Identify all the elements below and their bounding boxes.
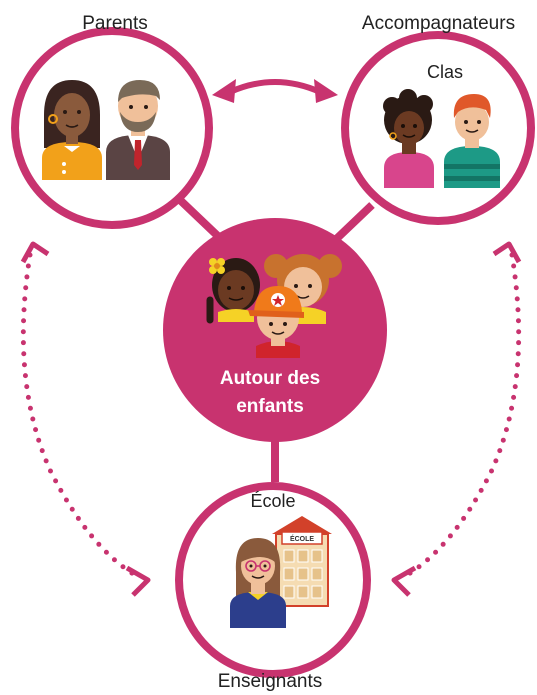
school-sign-text: ÉCOLE <box>290 534 314 543</box>
ecole-node: ÉCOLE <box>175 482 371 678</box>
dotted-arrows <box>20 241 522 597</box>
dotted-arrowhead-left-bottom <box>125 565 151 597</box>
dotted-arrowhead-right-top <box>492 241 522 264</box>
center-node <box>163 218 387 442</box>
parents-label: Parents <box>82 13 148 34</box>
connector-parents-center <box>177 197 225 243</box>
woman-companion-icon <box>383 89 434 188</box>
accompagnateurs-node <box>341 31 535 225</box>
dotted-arrow-left-path <box>20 252 143 581</box>
clas-label: Clas <box>426 62 463 82</box>
school-building-icon: ÉCOLE <box>272 516 332 607</box>
dotted-arrowhead-right-bottom <box>391 565 417 597</box>
teacher-icon <box>230 538 286 628</box>
girl-braids-icon <box>206 258 260 324</box>
double-arrow <box>212 79 338 103</box>
man-parent-icon <box>106 80 170 180</box>
ecole-label: École <box>250 491 296 511</box>
arrowhead-left <box>212 79 236 103</box>
double-arrow-curve <box>228 79 322 95</box>
arrowhead-right <box>314 79 338 103</box>
boy-cap-icon <box>248 286 304 358</box>
center-label: Autour des enfants <box>185 365 355 421</box>
woman-parent-icon <box>42 80 102 180</box>
flower-icon <box>209 258 225 274</box>
man-companion-icon <box>444 94 500 188</box>
enseignants-label: Enseignants <box>217 671 323 692</box>
parents-node <box>11 27 213 229</box>
dotted-arrow-right-path <box>399 252 522 581</box>
center-label-line1: Autour des <box>219 368 321 389</box>
dotted-arrowhead-left-top <box>20 241 50 264</box>
accompagnateurs-label: Accompagnateurs <box>361 13 516 34</box>
center-label-line2: enfants <box>236 396 304 417</box>
